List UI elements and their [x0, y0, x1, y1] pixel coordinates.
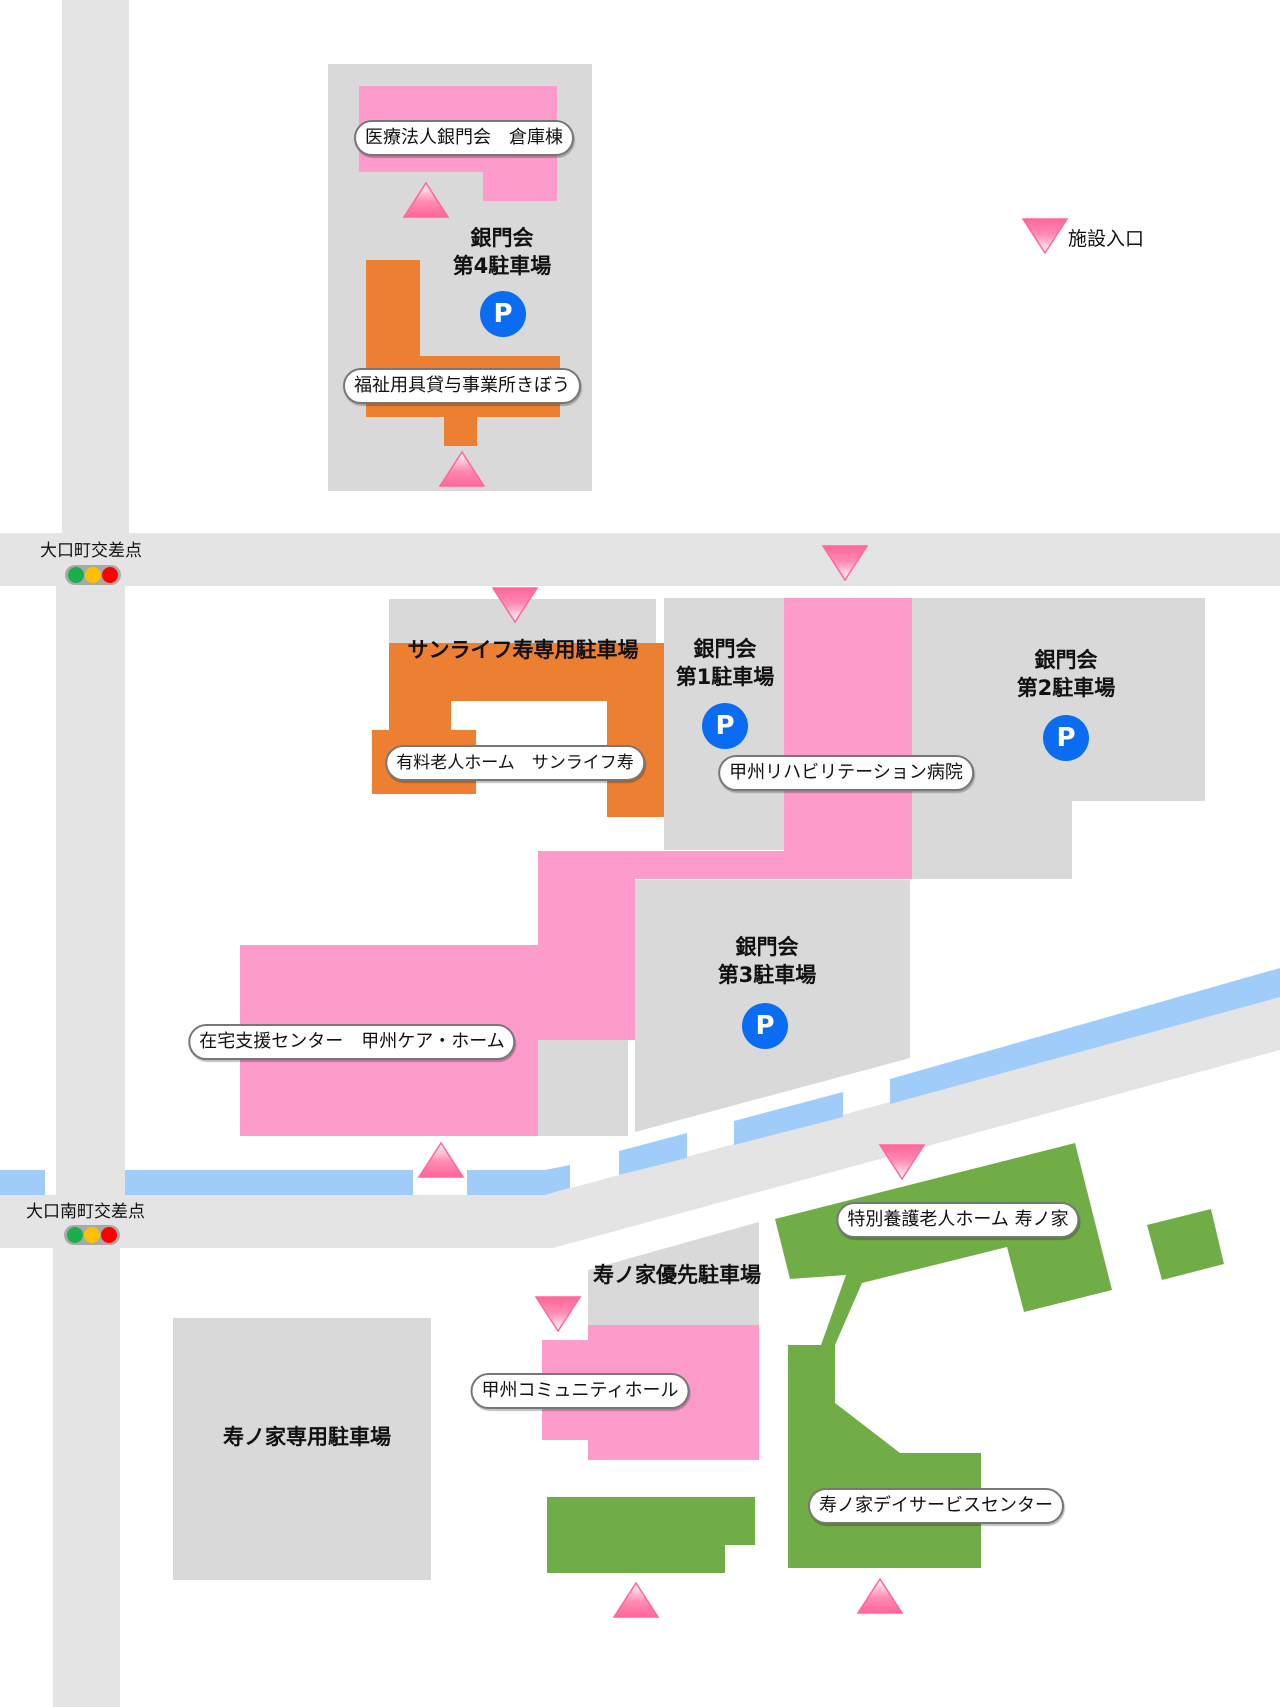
building — [788, 1345, 981, 1568]
kotobuki-priority-parking-title: 寿ノ家優先駐車場 — [593, 1263, 761, 1287]
building — [775, 1143, 1112, 1345]
building — [547, 1497, 755, 1573]
entrance-triangle-icon — [878, 1144, 926, 1181]
parking-lot-3-title: 銀門会 第3駐車場 — [718, 933, 817, 989]
entrance-triangle-icon — [1021, 218, 1069, 255]
entrance-triangle-icon — [438, 450, 486, 487]
entrance-triangle-icon — [821, 545, 869, 582]
facility-label-tokuyo-kotobuki[interactable]: 特別養護老人ホーム 寿ノ家 — [836, 1202, 1080, 1238]
facility-label-sunlife-home[interactable]: 有料老人ホーム サンライフ寿 — [385, 745, 645, 781]
facility-label-warehouse[interactable]: 医療法人銀門会 倉庫棟 — [354, 120, 574, 156]
building — [1147, 1209, 1224, 1280]
road — [56, 586, 125, 1195]
building — [240, 598, 912, 1136]
facility-label-day-service[interactable]: 寿ノ家デイサービスセンター — [808, 1488, 1064, 1524]
lot-number: 第2駐車場 — [1016, 676, 1116, 700]
parking-icon[interactable]: P — [742, 1003, 788, 1049]
entrances-layer — [402, 181, 1069, 1618]
facility-label-community-hall[interactable]: 甲州コミュニティホール — [470, 1373, 690, 1409]
entrance-triangle-icon — [534, 1296, 582, 1333]
road — [53, 1248, 120, 1707]
road — [0, 997, 1280, 1248]
lot-org-name: 銀門会 — [693, 637, 757, 661]
river — [467, 1165, 570, 1195]
traffic-signal-icon — [64, 1225, 120, 1245]
parking-lot-2-title: 銀門会 第2駐車場 — [1017, 646, 1116, 702]
sunlife-parking-title: サンライフ寿専用駐車場 — [407, 638, 639, 662]
entrance-triangle-icon — [856, 1577, 904, 1614]
parking-icon[interactable]: P — [1043, 715, 1089, 761]
parking-icon[interactable]: P — [480, 291, 526, 337]
lot-number: 第1駐車場 — [675, 665, 775, 689]
facility-label-rehab-hospital[interactable]: 甲州リハビリテーション病院 — [718, 755, 974, 791]
river-layer — [0, 968, 1280, 1195]
river — [734, 1092, 843, 1145]
lot-number: 第4駐車場 — [452, 254, 552, 278]
road — [0, 533, 1280, 586]
lot-org-name: 銀門会 — [735, 935, 799, 959]
parking-area — [538, 1040, 628, 1136]
river — [0, 1170, 45, 1195]
facility-label-kibou[interactable]: 福祉用具貸与事業所きぼう — [343, 368, 581, 404]
parking-icon[interactable]: P — [702, 703, 748, 749]
parking-area — [588, 1222, 759, 1325]
lot-org-name: 銀門会 — [470, 226, 534, 250]
river — [619, 1133, 687, 1175]
building — [372, 643, 664, 817]
entrance-triangle-icon — [417, 1141, 465, 1178]
road — [62, 0, 129, 533]
entrance-triangle-icon — [612, 1581, 660, 1618]
parking-area — [389, 599, 656, 643]
parking-lot-1-title: 銀門会 第1駐車場 — [676, 635, 775, 691]
facility-label-care-home[interactable]: 在宅支援センター 甲州ケア・ホーム — [188, 1024, 516, 1060]
traffic-signal-icon — [65, 565, 121, 585]
entrance-triangle-icon — [402, 181, 450, 218]
parking-lot-4-title: 銀門会 第4駐車場 — [453, 224, 552, 280]
river — [125, 1170, 413, 1195]
crossing-label-oguchi-minami: 大口南町交差点 — [26, 1202, 145, 1222]
lot-number: 第3駐車場 — [717, 963, 817, 987]
river — [890, 968, 1280, 1104]
kotobuki-parking-title: 寿ノ家専用駐車場 — [223, 1425, 391, 1449]
legend-entrance-label: 施設入口 — [1068, 228, 1145, 250]
lot-org-name: 銀門会 — [1034, 648, 1098, 672]
parking-area — [173, 1318, 431, 1580]
crossing-label-oguchi: 大口町交差点 — [40, 541, 142, 561]
entrance-triangle-icon — [491, 587, 539, 624]
